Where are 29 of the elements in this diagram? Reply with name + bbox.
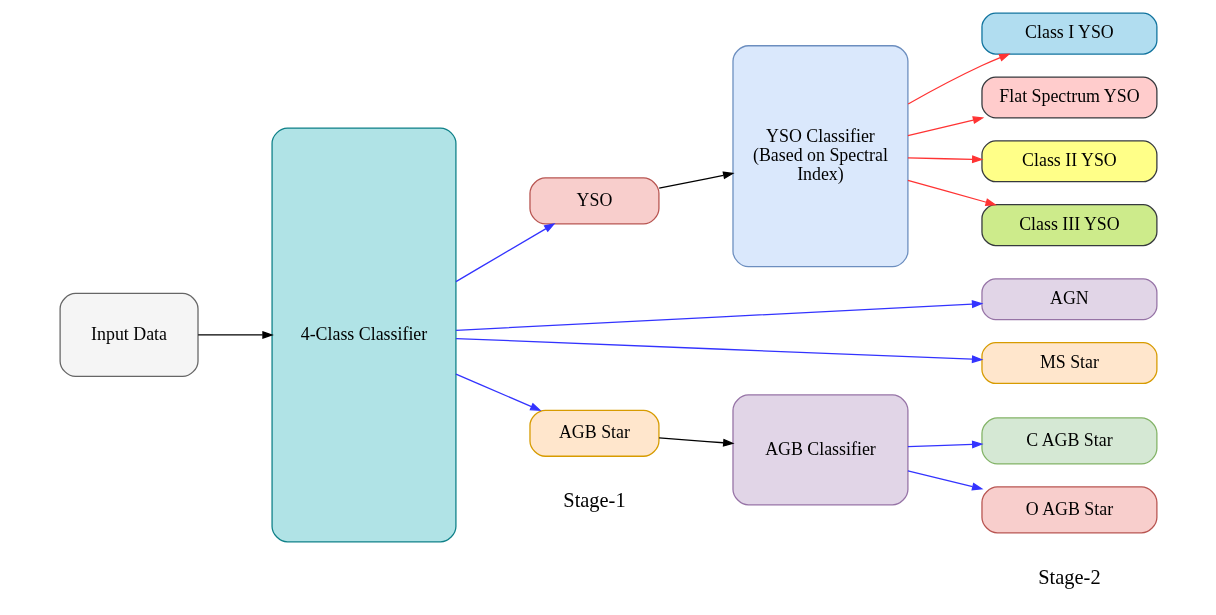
node-box: O AGB Star — [980, 486, 1158, 534]
node-box: YSO Classifier (Based on Spectral Index) — [731, 45, 909, 268]
arrow — [454, 373, 542, 412]
node-box: AGB Star — [528, 409, 660, 457]
label: Stage-1 — [562, 489, 626, 512]
node-box: Flat Spectrum YSO — [980, 76, 1158, 119]
label: Stage-2 — [1037, 565, 1101, 588]
node-box: Class I YSO — [980, 12, 1158, 55]
arrow — [906, 179, 997, 206]
arrow — [197, 330, 274, 339]
arrow — [454, 223, 556, 283]
node-box: C AGB Star — [980, 417, 1158, 465]
arrow — [906, 116, 984, 137]
node-box: AGB Classifier — [731, 394, 909, 506]
arrow — [906, 470, 983, 491]
node-box: YSO — [528, 177, 660, 225]
node-box: Class III YSO — [980, 204, 1158, 247]
arrow — [906, 155, 984, 164]
node-box: Input Data — [58, 292, 199, 378]
node-box: Class II YSO — [980, 140, 1158, 183]
arrow — [658, 171, 735, 189]
node-box: AGN — [980, 278, 1158, 321]
arrow — [454, 300, 983, 331]
arrow — [454, 337, 983, 364]
arrow — [906, 440, 984, 449]
node-box: MS Star — [980, 341, 1158, 385]
arrow — [907, 53, 1011, 105]
arrow — [658, 437, 735, 447]
node-box: 4-Class Classifier — [270, 127, 457, 543]
